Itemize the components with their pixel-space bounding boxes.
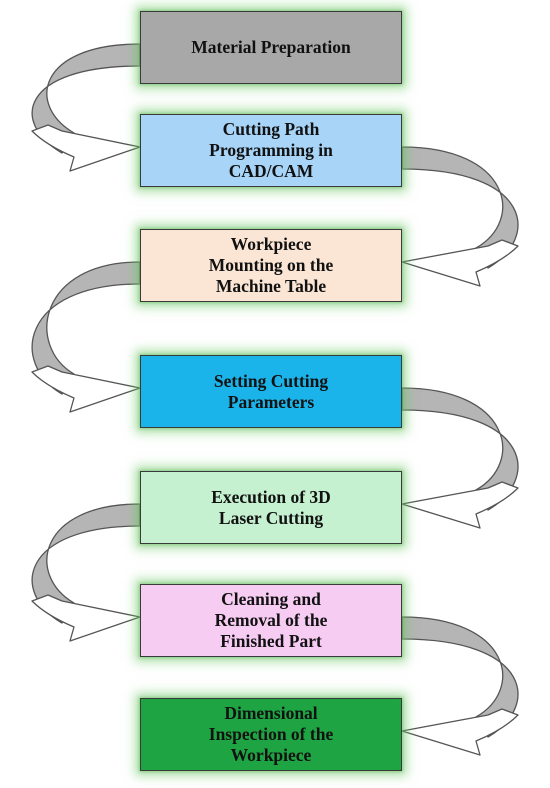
step-cleaning-and-removal: Cleaning and Removal of the Finished Par… (140, 584, 402, 657)
connector-arrow-band (31, 503, 141, 624)
step-label: Cleaning and Removal of the Finished Par… (214, 589, 328, 651)
connector-arrow-head (401, 481, 519, 529)
step-setting-cutting-parameters: Setting Cutting Parameters (140, 355, 402, 428)
connector-arrow-band (31, 261, 141, 395)
step-label: Material Preparation (191, 37, 351, 57)
step-label: Cutting Path Programming in CAD/CAM (209, 119, 333, 181)
connector-arrow-head (31, 594, 141, 642)
step-label: Workpiece Mounting on the Machine Table (208, 234, 334, 296)
connector-arrow-band (401, 387, 519, 511)
connector-arrow-head (401, 239, 519, 287)
connector-arrow-band (401, 146, 519, 269)
step-execution-3d-laser-cutting: Execution of 3D Laser Cutting (140, 471, 402, 544)
step-label: Dimensional Inspection of the Workpiece (208, 703, 334, 765)
connector-arrow-head (401, 708, 519, 756)
step-label: Setting Cutting Parameters (213, 370, 329, 412)
connector-arrow-head (31, 365, 141, 413)
step-cutting-path-programming: Cutting Path Programming in CAD/CAM (140, 114, 402, 187)
step-workpiece-mounting: Workpiece Mounting on the Machine Table (140, 229, 402, 302)
connector-arrow-band (31, 43, 141, 154)
step-dimensional-inspection: Dimensional Inspection of the Workpiece (140, 698, 402, 771)
step-label: Execution of 3D Laser Cutting (211, 486, 331, 528)
connector-arrow-band (401, 616, 519, 738)
step-material-preparation: Material Preparation (140, 11, 402, 84)
connector-arrow-head (31, 124, 141, 172)
